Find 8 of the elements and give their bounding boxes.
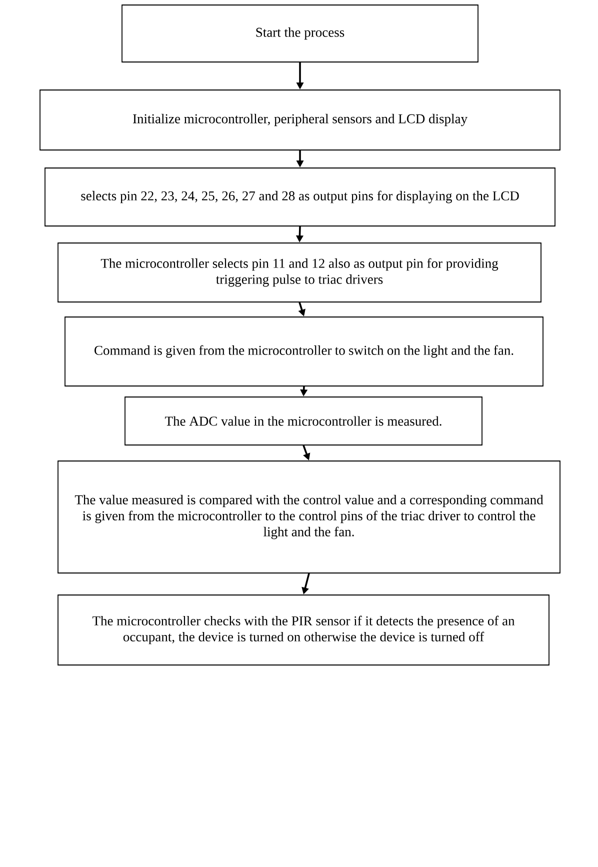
process-box: Start the process	[122, 4, 478, 62]
process-box: The value measured is compared with the control value and a corresponding command is given from the microcontroller to the control pins of the triac driver to control the light and the fan.	[58, 460, 560, 574]
process-box: Initialize microcontroller, peripheral sensors and LCD display	[40, 90, 560, 150]
process-box: Command is given from the microcontroller to switch on the light and the fan.	[64, 316, 544, 386]
process-box: The ADC value in the microcontroller is measured.	[124, 396, 482, 446]
process-box: selects pin 22, 23, 24, 25, 26, 27 and 28 as output pins for displaying on the LCD	[44, 168, 556, 226]
process-box: The microcontroller checks with the PIR sensor if it detects the presence of an occupant, the device is turned on otherwise the device is turned off	[58, 594, 550, 666]
process-box: The microcontroller selects pin 11 and 12 also as output pin for providing triggering pulse to triac drivers	[58, 242, 542, 302]
